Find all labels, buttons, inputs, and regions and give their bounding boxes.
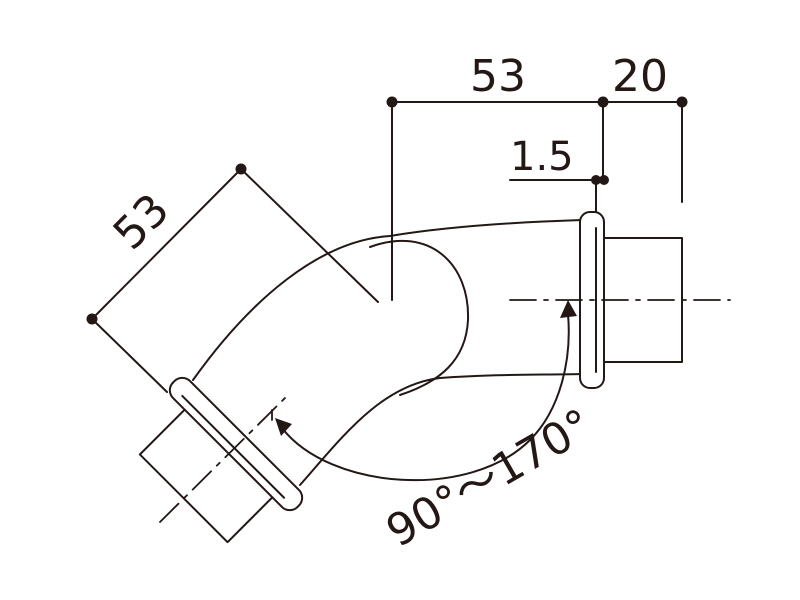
dim-point bbox=[86, 313, 98, 325]
elbow-inner-curve bbox=[299, 373, 583, 486]
dim-point bbox=[386, 96, 398, 108]
arrowhead-left bbox=[275, 418, 292, 436]
rotation-arc bbox=[281, 313, 570, 482]
dimension-points bbox=[86, 96, 688, 325]
arrowhead-right bbox=[560, 300, 577, 318]
angle-range-label: 90°〜170° bbox=[378, 399, 601, 557]
dim-point bbox=[591, 175, 601, 185]
elbow-body bbox=[138, 211, 683, 544]
dim-label-top-right: 20 bbox=[612, 51, 668, 102]
dim-label-arm-length: 53 bbox=[104, 184, 180, 260]
dim-label-top-length: 53 bbox=[470, 51, 526, 102]
center-line-left bbox=[159, 397, 286, 523]
rotation-arc-path bbox=[281, 313, 570, 482]
dim-point bbox=[235, 163, 247, 175]
dim-point bbox=[599, 175, 609, 185]
dim-point bbox=[676, 96, 688, 108]
ball-outline bbox=[369, 239, 470, 396]
ext-line-diag-top bbox=[240, 168, 379, 303]
ext-line-diag-bottom bbox=[91, 318, 168, 393]
dimension-lines bbox=[91, 101, 683, 393]
elbow-outer-curve bbox=[192, 219, 583, 381]
left-collar bbox=[168, 376, 304, 512]
rotation-arrows bbox=[275, 300, 577, 436]
left-collar-inner bbox=[181, 394, 286, 499]
center-lines bbox=[159, 299, 731, 523]
dim-label-clearance: 1.5 bbox=[510, 134, 574, 180]
dim-line-diagonal bbox=[91, 168, 242, 320]
dim-point bbox=[597, 96, 609, 108]
